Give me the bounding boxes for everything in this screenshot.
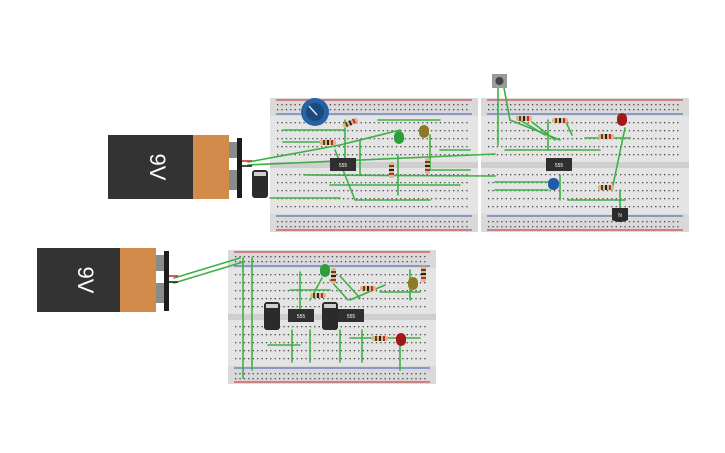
- chip-label: 555: [297, 314, 306, 320]
- led-red[interactable]: [396, 333, 406, 346]
- battery-cap: [193, 135, 229, 199]
- resistor[interactable]: [331, 268, 336, 284]
- battery-body: [108, 135, 196, 199]
- battery-9v-2[interactable]: 9V: [37, 248, 178, 312]
- push-button[interactable]: [492, 74, 507, 88]
- chip-label: 555: [339, 163, 348, 169]
- resistor[interactable]: [342, 117, 359, 128]
- chip-label: 555: [347, 314, 356, 320]
- wire[interactable]: [173, 257, 241, 279]
- resistor[interactable]: [421, 266, 426, 282]
- resistor[interactable]: [552, 118, 568, 123]
- wire[interactable]: [531, 121, 556, 141]
- battery-label: 9V: [145, 154, 170, 181]
- transistor[interactable]: N: [612, 208, 628, 222]
- resistor[interactable]: [360, 286, 376, 291]
- battery-9v-1[interactable]: 9V: [108, 135, 252, 199]
- ic-555-1[interactable]: 555: [330, 158, 356, 171]
- ic-555-3[interactable]: 555: [288, 309, 314, 322]
- battery-clip: [164, 251, 169, 311]
- hole-grid-3: [235, 256, 426, 380]
- wire[interactable]: [349, 284, 386, 301]
- wire[interactable]: [519, 119, 546, 136]
- wire[interactable]: [173, 261, 244, 284]
- electrolytic-capacitor[interactable]: [264, 302, 280, 330]
- resistor[interactable]: [516, 116, 532, 121]
- led-green[interactable]: [394, 131, 404, 144]
- battery-terminal: [229, 142, 237, 158]
- battery-body: [37, 248, 125, 312]
- led-yellow[interactable]: [419, 125, 429, 138]
- led-green[interactable]: [320, 264, 330, 277]
- battery-terminal: [156, 283, 164, 303]
- resistor[interactable]: [372, 336, 388, 341]
- resistor[interactable]: [598, 185, 614, 190]
- ic-555-2[interactable]: 555: [546, 158, 572, 171]
- electrolytic-capacitor[interactable]: [252, 170, 268, 198]
- led-blue[interactable]: [548, 178, 559, 190]
- wire[interactable]: [247, 153, 496, 166]
- battery-cap: [120, 248, 156, 312]
- chip-label: 555: [555, 163, 564, 169]
- led-red[interactable]: [617, 113, 627, 126]
- battery-terminal: [229, 170, 237, 190]
- resistor[interactable]: [320, 140, 336, 145]
- breadboard-2[interactable]: [481, 98, 689, 232]
- battery-label: 9V: [73, 267, 98, 294]
- wire[interactable]: [247, 129, 401, 163]
- electrolytic-capacitor[interactable]: [322, 302, 338, 330]
- battery-terminal: [156, 255, 164, 271]
- resistor[interactable]: [389, 162, 394, 178]
- resistor[interactable]: [310, 293, 326, 298]
- ic-555-4[interactable]: 555: [338, 309, 364, 322]
- wire[interactable]: [339, 275, 361, 299]
- breadboard-1[interactable]: [270, 98, 478, 232]
- led-yellow[interactable]: [408, 277, 418, 290]
- resistor[interactable]: [425, 158, 430, 174]
- potentiometer[interactable]: [301, 98, 329, 126]
- svg-text:N: N: [618, 213, 622, 219]
- battery-clip: [237, 138, 242, 198]
- resistor[interactable]: [598, 134, 614, 139]
- wire[interactable]: [304, 174, 496, 177]
